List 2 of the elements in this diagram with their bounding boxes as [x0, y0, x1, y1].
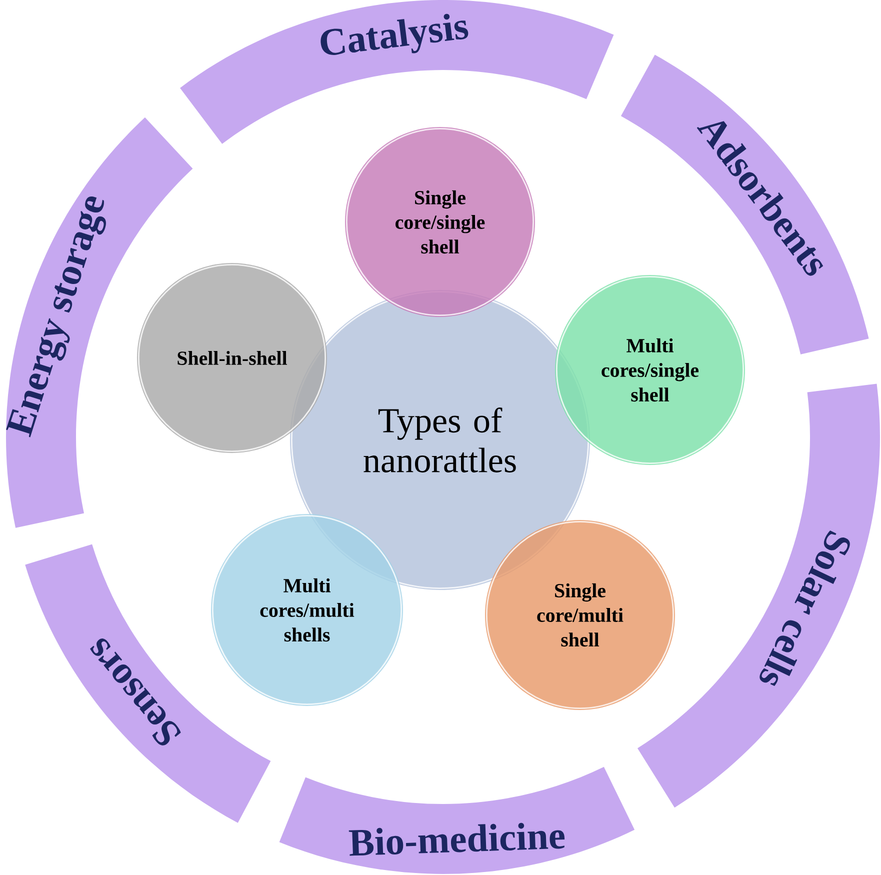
ring-segment: Catalysis — [180, 0, 614, 144]
ring-segment: Bio-medicine — [279, 766, 635, 874]
